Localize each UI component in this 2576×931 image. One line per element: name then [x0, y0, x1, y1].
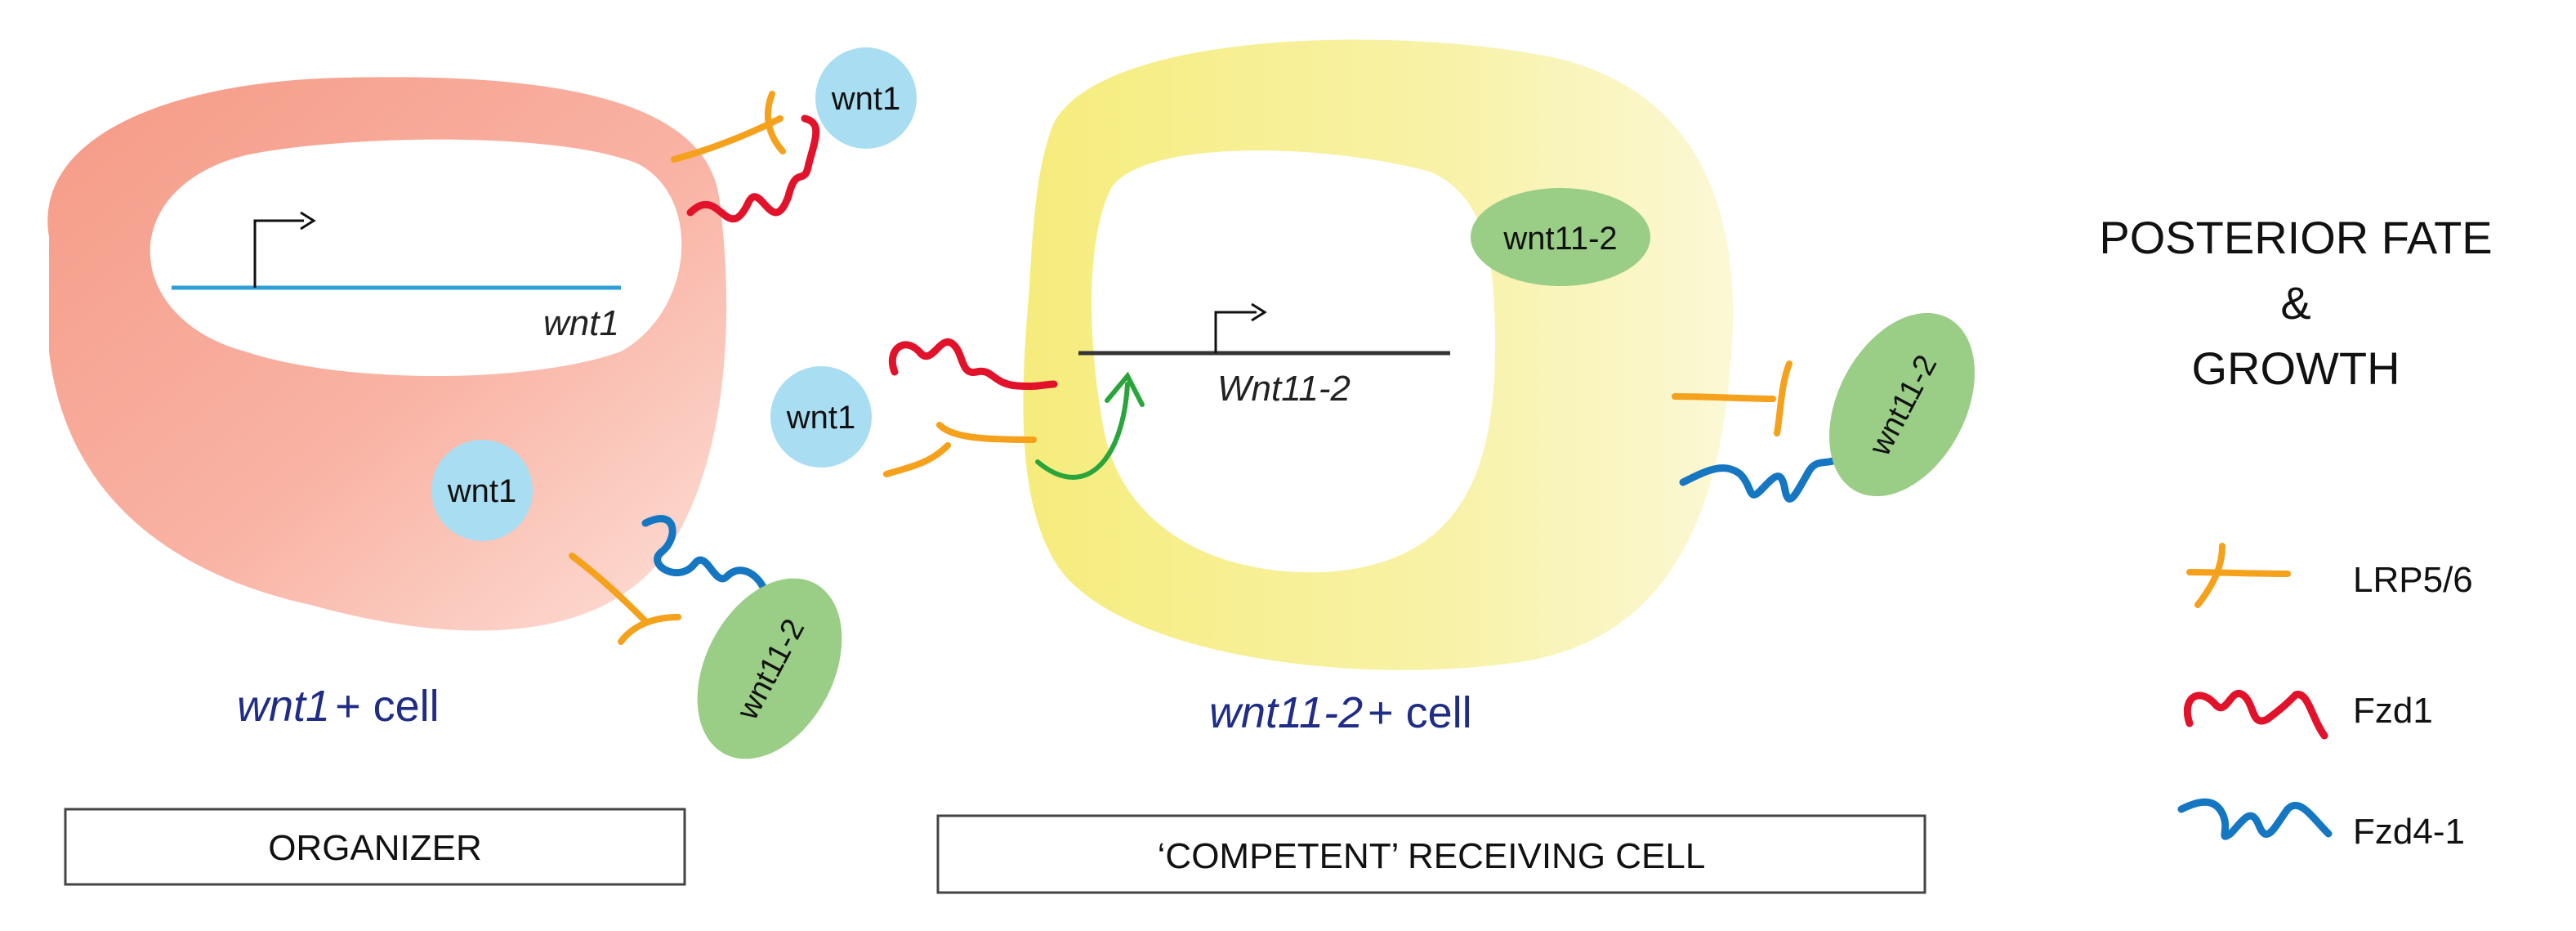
outcome-line-2: &	[2280, 277, 2310, 329]
wnt11-2-expressed	[1471, 188, 1650, 286]
receiving-promoter-arrowhead-icon	[1251, 302, 1267, 322]
receiving-promoter-arrow-icon	[1214, 311, 1257, 353]
lrp56-receptor-icon	[1672, 360, 1792, 436]
fzd41-receptor-icon	[1679, 454, 1842, 503]
receiving-cell-label: wnt11-2+ cell	[1209, 688, 1472, 737]
outcome-line-1: POSTERIOR FATE	[2099, 212, 2492, 263]
receiving-cell: Wnt11-2 wnt11-2	[1023, 39, 1734, 670]
fzd1-receptor-icon	[888, 338, 1058, 391]
fzd1-legend-icon	[2183, 689, 2328, 740]
wnt1-ligand-incoming	[770, 366, 872, 468]
wnt11-2-secreted	[1829, 312, 1975, 497]
wnt1-incoming-label: wnt1	[786, 400, 856, 436]
legend-label-fzd1: Fzd1	[2353, 691, 2433, 731]
outcome-line-3: GROWTH	[2191, 342, 2400, 394]
fzd1-receptor-icon	[686, 114, 820, 223]
organizer-cell-body	[47, 77, 727, 631]
organizer-cell-label: wnt1+ cell	[237, 682, 440, 731]
receiving-gene-label: Wnt11-2	[1217, 369, 1351, 409]
wnt1-free-label: wnt1	[447, 473, 517, 509]
legend-item-fzd41: Fzd4-1	[2177, 798, 2465, 852]
activation-arrow-icon	[1035, 382, 1130, 480]
organizer-receptor-top: wnt1	[671, 47, 917, 223]
legend-item-lrp56: LRP5/6	[2186, 543, 2473, 608]
activation-arrowhead-icon	[1105, 371, 1145, 407]
legend-label-fzd41: Fzd4-1	[2353, 812, 2465, 852]
legend-item-fzd1: Fzd1	[2183, 689, 2433, 740]
organizer-receptor-bottom: wnt1 wnt11-2	[431, 440, 842, 759]
receiving-box	[936, 814, 1926, 894]
organizer-box-label: ORGANIZER	[268, 828, 482, 868]
receiving-receptor-right: wnt11-2	[1672, 312, 1975, 503]
wnt1-ligand	[815, 47, 917, 149]
organizer-promoter-arrowhead-icon	[300, 211, 316, 231]
organizer-promoter-arrow-icon	[253, 219, 304, 288]
wnt11-2-expressed-label: wnt11-2	[1502, 221, 1617, 257]
wnt11-2-ligand	[697, 578, 842, 759]
lrp56-receptor-icon	[671, 91, 786, 163]
receiving-box-label: ‘COMPETENT’ RECEIVING CELL	[1158, 836, 1706, 876]
lrp56-receptor-icon	[569, 553, 681, 645]
receiving-receptor-left: wnt1	[770, 338, 1058, 477]
wnt1-ligand-free	[431, 440, 533, 541]
organizer-box	[64, 808, 686, 886]
fzd41-receptor-icon	[641, 515, 768, 593]
fzd41-legend-icon	[2177, 798, 2333, 840]
organizer-gene-label: wnt1	[543, 303, 619, 343]
legend-label-lrp56: LRP5/6	[2353, 560, 2473, 600]
outcome-text: POSTERIOR FATE & GROWTH	[2099, 212, 2492, 394]
wnt1-ligand-label: wnt1	[831, 81, 901, 117]
lrp56-receptor-icon	[883, 422, 1037, 477]
organizer-cell: wnt1	[47, 77, 727, 631]
legend: LRP5/6 Fzd1 Fzd4-1	[2177, 543, 2473, 852]
lrp56-legend-icon	[2186, 543, 2291, 608]
